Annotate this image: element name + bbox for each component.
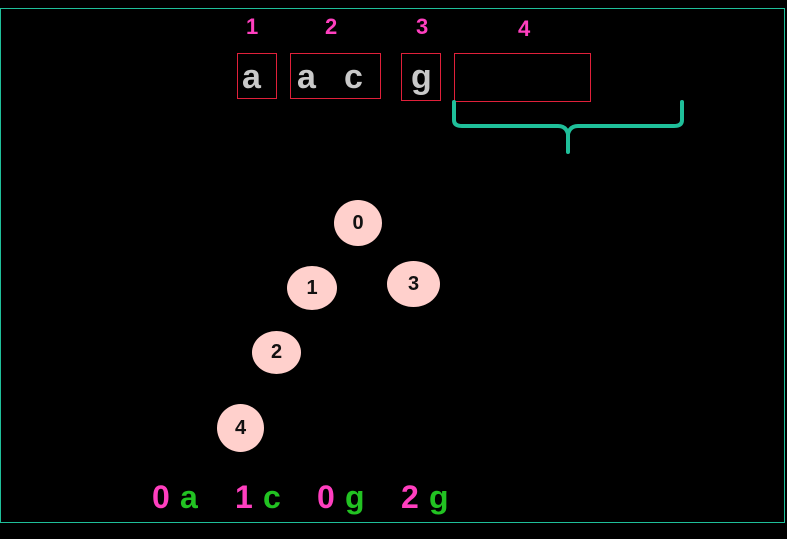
trie-node-2: 2 [252, 331, 301, 374]
phrase-index-2: 2 [325, 14, 338, 39]
phrase-index-1: 1 [246, 14, 259, 39]
phrase-box-4-empty [454, 53, 591, 102]
curly-brace [452, 100, 684, 154]
phrase-char: c [344, 58, 363, 96]
phrase-index-3: 3 [416, 14, 429, 39]
token-index: 2 [401, 479, 419, 515]
token-char: a [180, 479, 198, 515]
phrase-char: g [411, 58, 432, 96]
token-char: g [429, 479, 449, 515]
phrase-index-4: 4 [518, 16, 531, 41]
phrase-box-3 [401, 53, 441, 101]
phrase-char: a [242, 58, 261, 96]
token-char: g [345, 479, 365, 515]
phrase-char: a [297, 58, 316, 96]
trie-node-3: 3 [387, 261, 440, 307]
token-index: 0 [152, 479, 170, 515]
trie-node-0: 0 [334, 200, 382, 246]
token-index: 1 [235, 479, 253, 515]
phrase-box-1 [237, 53, 277, 99]
token-char: c [263, 479, 281, 515]
token-index: 0 [317, 479, 335, 515]
trie-node-4: 4 [217, 404, 264, 452]
trie-node-1: 1 [287, 266, 337, 310]
diagram-frame [0, 8, 785, 523]
phrase-box-2 [290, 53, 381, 99]
